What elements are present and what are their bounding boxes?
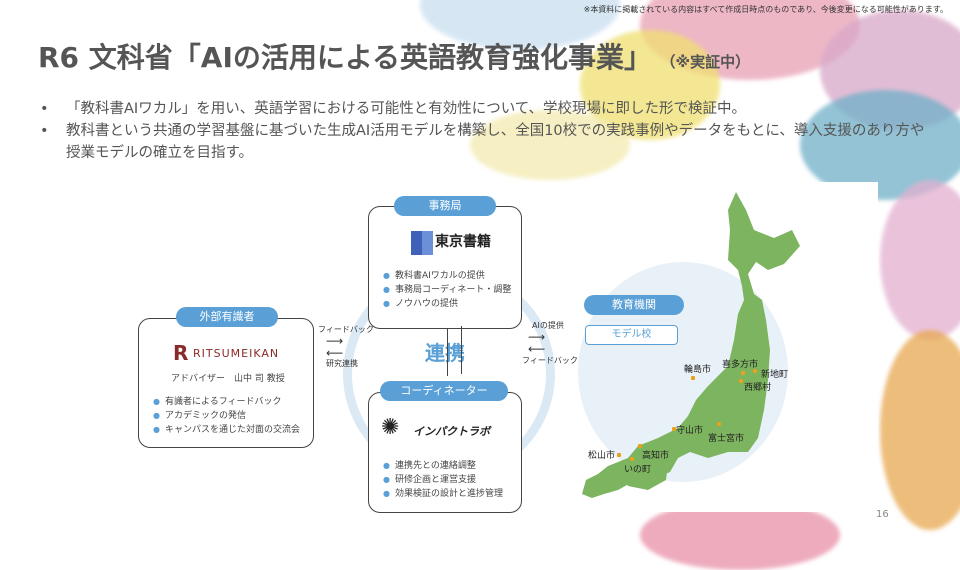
model-school-label: モデル校: [585, 325, 678, 345]
coordinator-box: ✺ インパクトラボ 連携先との連絡調整 研修企画と運営支援 効果検証の設計と進捗…: [368, 392, 522, 513]
secretariat-box: 東京書籍 教科書AIワカルの提供 事務局コーディネート・調整 ノウハウの提供: [368, 206, 522, 329]
city-label: 守山市: [676, 426, 704, 436]
arrow-left-icon: ⟵: [326, 346, 344, 360]
page-number: 16: [876, 509, 889, 520]
city-label: 高知市: [642, 451, 670, 461]
experts-box: R RITSUMEIKAN アドバイザー 山中 司 教授 有識者によるフィードバ…: [138, 318, 314, 448]
list-item: 効果検証の設計と進捗管理: [383, 487, 503, 501]
city-label: 喜多方市: [722, 360, 759, 370]
list-item: 研修企画と運営支援: [383, 473, 503, 487]
school-marker-icon: [638, 444, 642, 448]
list-item: 教科書AIワカルの提供: [383, 269, 511, 283]
secretariat-logo: 東京書籍: [435, 234, 491, 250]
list-item: キャンパスを通じた対面の交流会: [153, 423, 300, 437]
city-label: 新地町: [761, 370, 789, 380]
city-label: いの町: [624, 465, 652, 475]
school-marker-icon: [717, 422, 721, 426]
tokyo-shoseki-logo-icon: [411, 231, 433, 255]
arrow-label: 研究連携: [326, 359, 358, 368]
school-marker-icon: [739, 379, 743, 383]
list-item: 有識者によるフィードバック: [153, 395, 300, 409]
impact-lab-logo-icon: ✺: [381, 415, 400, 440]
coordinator-label: コーディネーター: [380, 381, 508, 401]
arrow-right-icon: ⟶: [326, 334, 344, 348]
arrow-up-icon: [447, 328, 448, 376]
advisor: アドバイザー 山中 司 教授: [171, 374, 285, 384]
secretariat-label: 事務局: [394, 196, 496, 216]
arrow-right-icon: ⟶: [528, 330, 546, 344]
list-item: 連携先との連絡調整: [383, 459, 503, 473]
ritsumeikan-logo-icon: R: [173, 341, 189, 365]
japan-map: [582, 192, 800, 498]
disclaimer: ※本資料に掲載されている内容はすべて作成日時点のものであり、今後変更になる可能性…: [583, 5, 948, 14]
school-marker-icon: [630, 457, 634, 461]
list-item: アカデミックの発信: [153, 409, 300, 423]
city-label: 輪島市: [684, 365, 712, 375]
arrow-left-icon: ⟵: [528, 342, 546, 356]
arrow-label: フィードバック: [318, 325, 374, 334]
school-marker-icon: [741, 371, 745, 375]
list-item: ノウハウの提供: [383, 297, 511, 311]
list-item: 事務局コーディネート・調整: [383, 283, 511, 297]
experts-label: 外部有識者: [176, 307, 278, 327]
city-label: 西郷村: [744, 383, 772, 393]
school-marker-icon: [617, 453, 621, 457]
coordinator-logo: インパクトラボ: [413, 425, 490, 438]
decor: [880, 180, 960, 340]
experts-logo: RITSUMEIKAN: [193, 347, 280, 360]
institutions-label: 教育機関: [584, 295, 684, 315]
arrow-label: AIの提供: [532, 321, 564, 330]
arrow-down-icon: [461, 326, 462, 374]
bullet: 教科書という共通の学習基盤に基づいた生成AI活用モデルを構築し、全国10校での実…: [38, 120, 928, 164]
bullet: 「教科書AIワカル」を用い、英語学習における可能性と有効性について、学校現場に即…: [38, 98, 928, 120]
school-marker-icon: [691, 376, 695, 380]
school-marker-icon: [672, 427, 676, 431]
page-title: R6 文科省「AIの活用による英語教育強化事業」（※実証中）: [38, 41, 751, 74]
city-label: 松山市: [588, 451, 616, 461]
bullet-list: 「教科書AIワカル」を用い、英語学習における可能性と有効性について、学校現場に即…: [38, 98, 928, 164]
collaboration-label: 連携: [425, 341, 465, 365]
arrow-label: フィードバック: [522, 356, 578, 365]
school-marker-icon: [753, 369, 757, 373]
city-label: 富士宮市: [708, 434, 745, 444]
decor: [880, 330, 960, 530]
